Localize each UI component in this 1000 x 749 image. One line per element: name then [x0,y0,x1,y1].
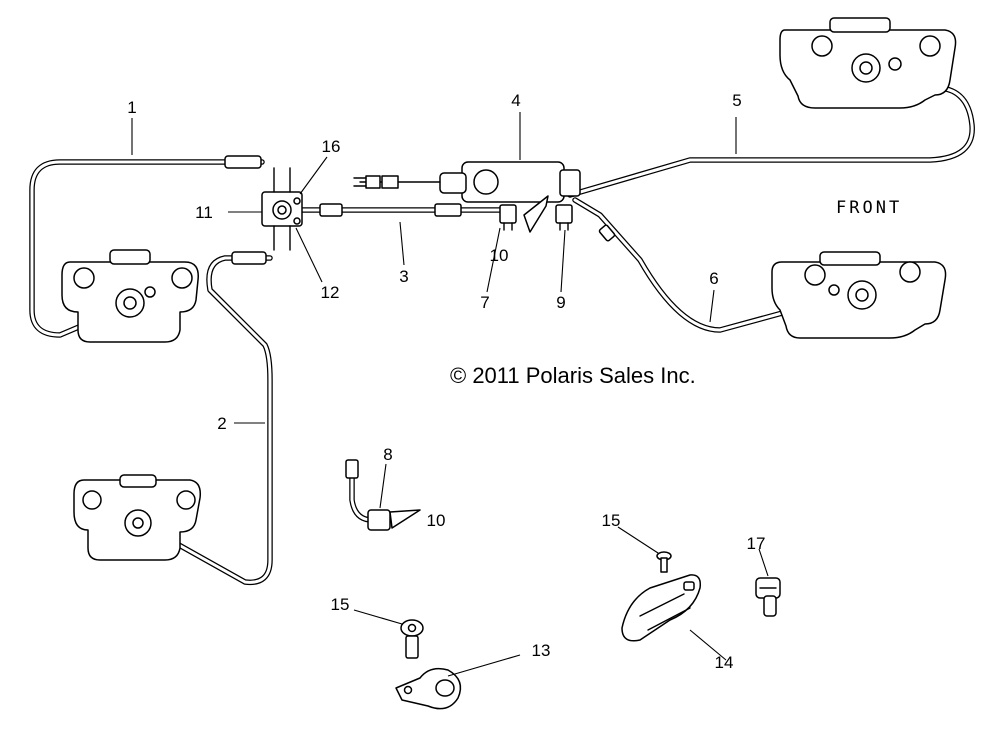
callout-8: 8 [383,445,392,464]
callout-16: 16 [322,137,341,156]
grommet-17 [755,577,781,617]
callout-12: 12 [321,283,340,302]
callout-6: 6 [709,269,718,288]
callout-15-large: 15 [331,595,350,614]
caliper-left-upper [61,249,199,343]
callout-11: 11 [195,203,213,222]
callout-10-bottom: 10 [427,511,446,530]
screw-15-large [400,619,424,659]
caliper-front-upper [779,17,957,109]
caliper-left-lower [73,474,202,561]
callout-3: 3 [399,267,408,286]
junction-block [261,167,303,251]
callout-14: 14 [715,653,734,672]
brake-switch-10a [523,195,549,233]
brake-switch-assembly-8 [345,459,421,531]
callout-10-top: 10 [490,246,509,265]
caliper-front-lower [771,251,947,339]
banjo-bolt-7 [499,204,517,231]
clip-14 [621,574,702,642]
banjo-bolt-9 [555,204,573,231]
callout-5: 5 [732,91,741,110]
leader-lines [131,112,769,677]
callout-17: 17 [747,534,766,553]
brake-line-3 [297,203,503,217]
front-label: FRONT [836,198,902,218]
master-cylinder [353,161,581,203]
copyright-text: © 2011 Polaris Sales Inc. [450,363,696,388]
brake-line-1 [29,155,265,338]
callout-13: 13 [532,641,551,660]
callout-15-small: 15 [602,511,621,530]
brake-line-2 [167,251,273,586]
callout-7: 7 [480,293,489,312]
brake-line-6 [572,197,833,333]
clamp-13 [395,667,462,710]
screw-15-small [656,551,672,573]
callout-4: 4 [511,91,520,110]
callout-1: 1 [127,98,136,117]
callout-2: 2 [217,414,226,433]
callout-9: 9 [556,293,565,312]
